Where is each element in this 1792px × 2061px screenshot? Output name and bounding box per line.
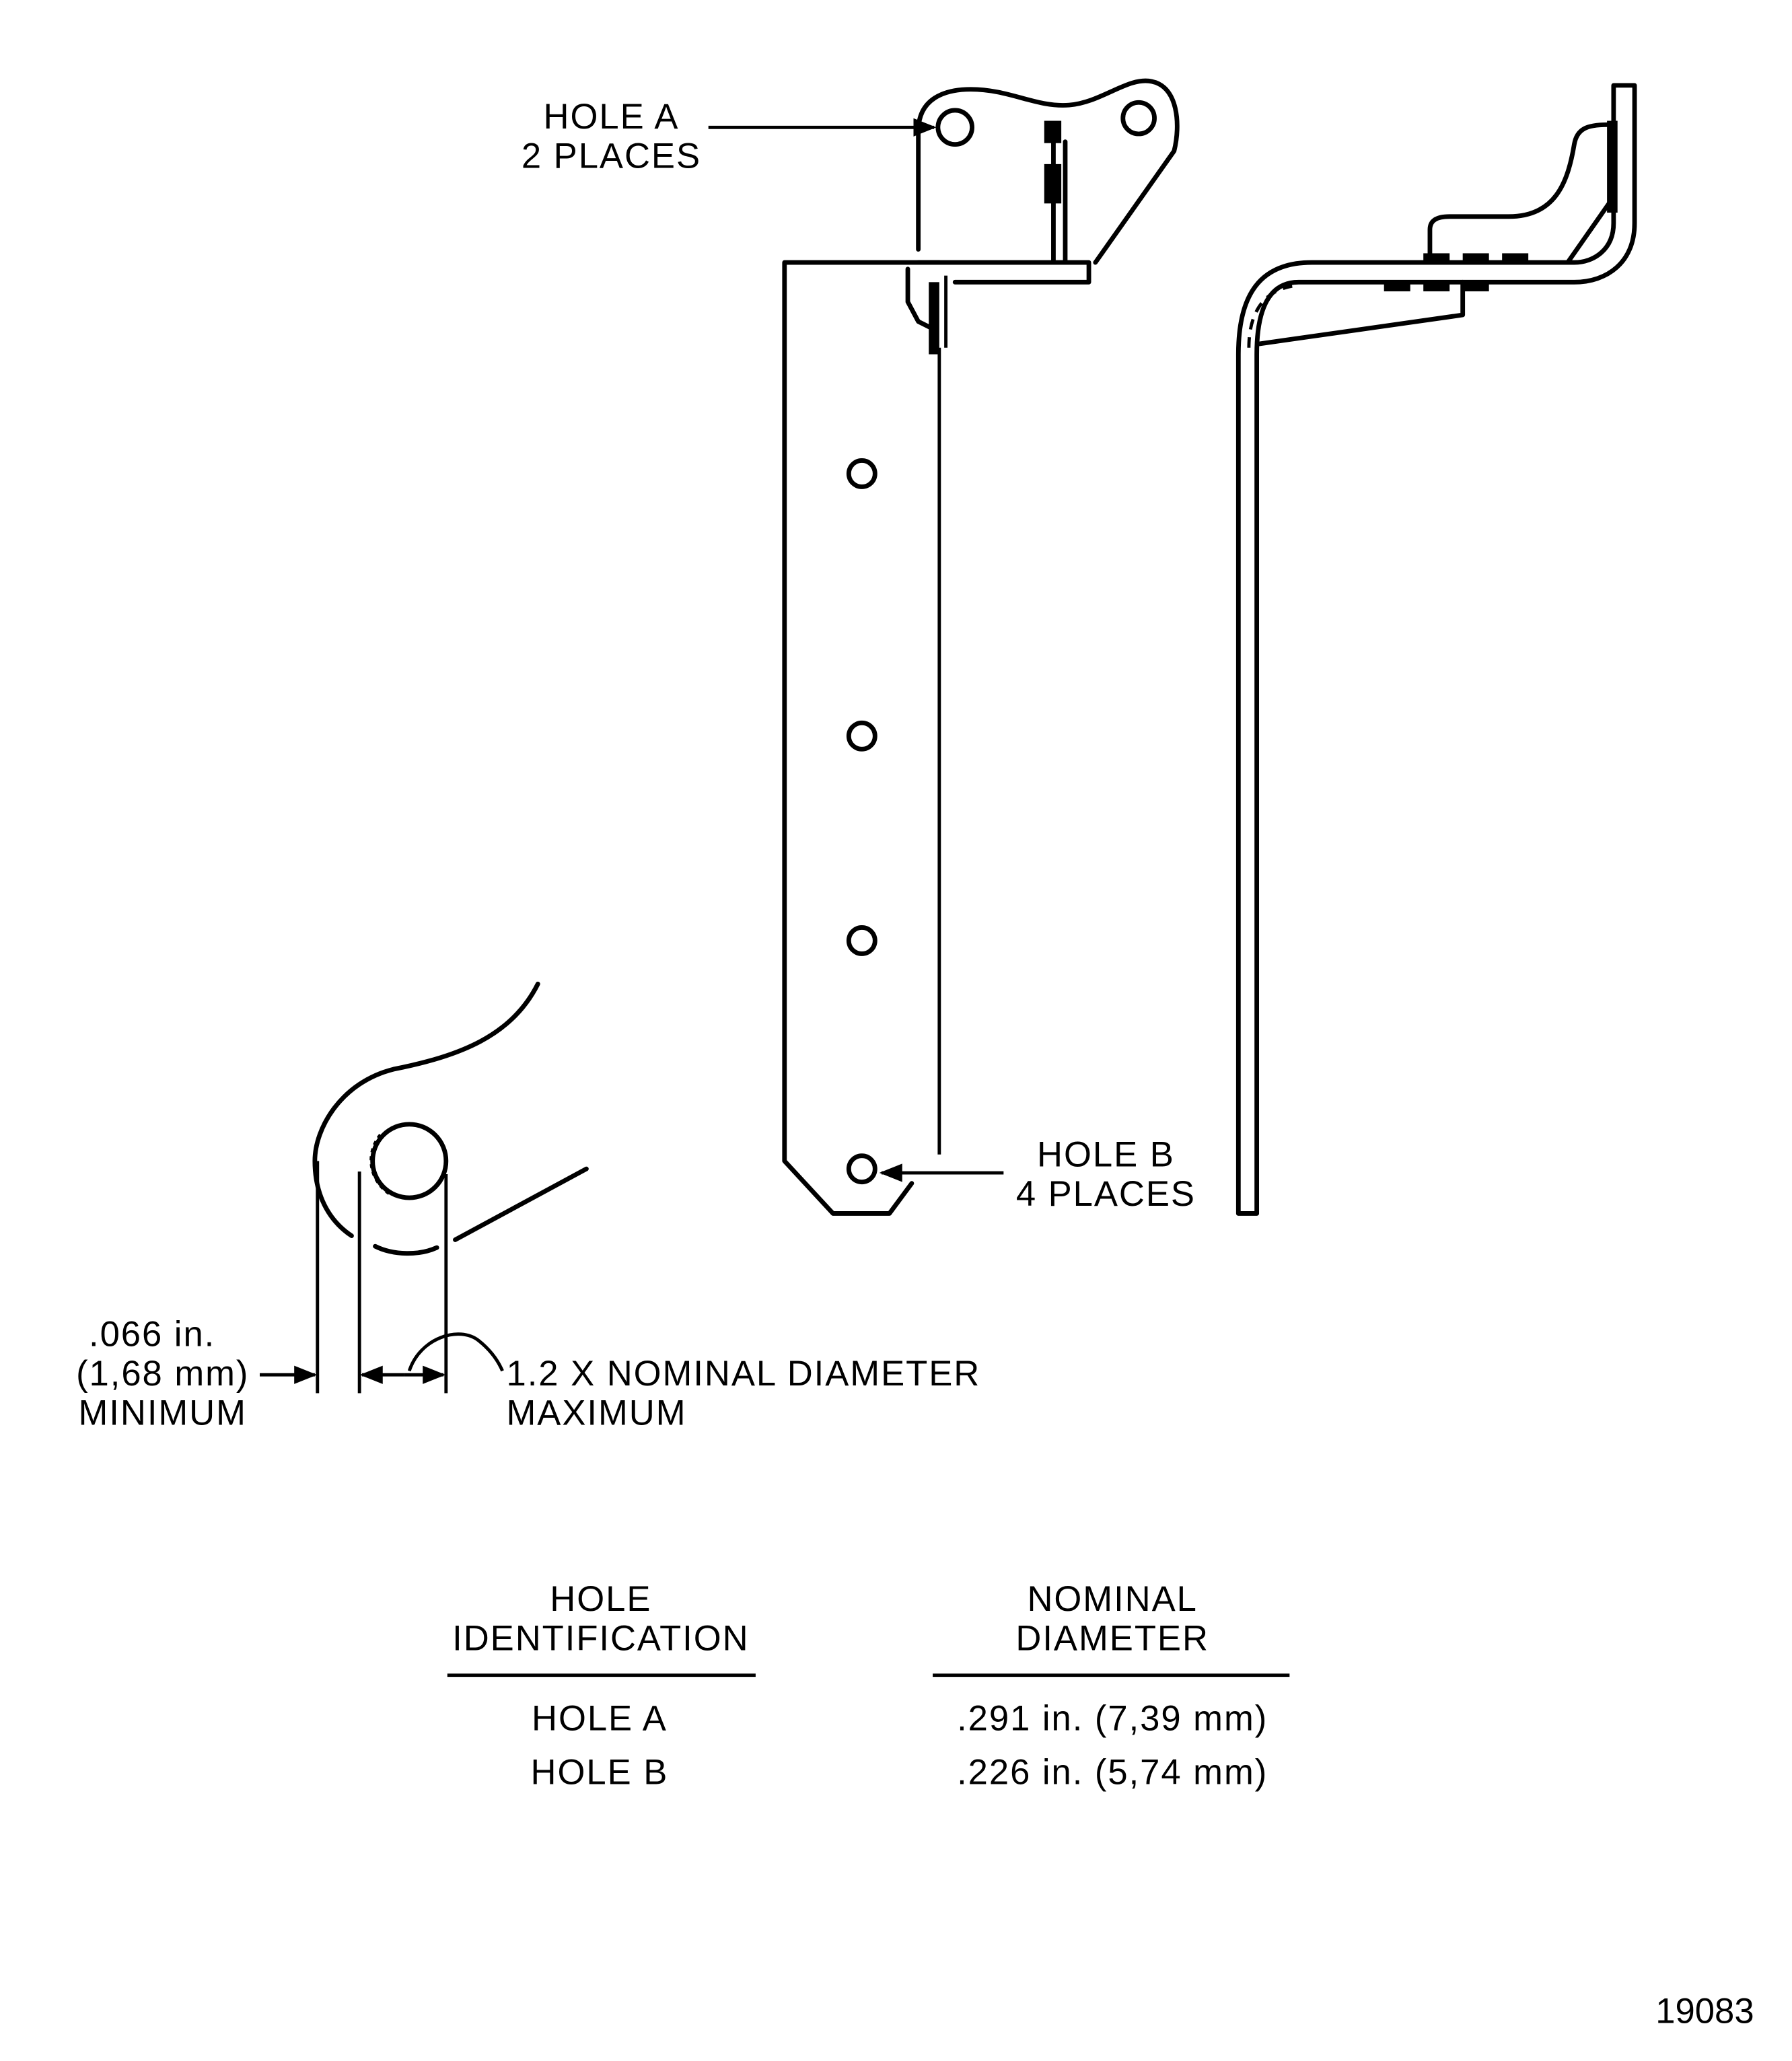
edge-min-label: MINIMUM	[79, 1393, 247, 1433]
max-diameter-label: 1.2 X NOMINAL DIAMETER	[507, 1354, 981, 1394]
hole-b	[846, 720, 877, 752]
edge-min-label: (1,68 mm)	[76, 1354, 249, 1394]
table-header: HOLE	[550, 1579, 651, 1619]
hole-a-left	[935, 108, 974, 147]
edge-min-label: .066 in.	[89, 1314, 215, 1354]
hole-b-label: 4 PLACES	[1016, 1174, 1196, 1214]
edge-distance-detail	[259, 981, 589, 1394]
table-header: DIAMETER	[1015, 1619, 1209, 1659]
table-header: IDENTIFICATION	[452, 1619, 749, 1659]
hole-diameter-table: HOLE IDENTIFICATION NOMINAL DIAMETER HOL…	[447, 1579, 1290, 1792]
table-header: NOMINAL	[1027, 1579, 1197, 1619]
hole-b	[846, 925, 877, 956]
hole-b	[846, 1153, 877, 1185]
figure-number: 19083	[1655, 1991, 1754, 2031]
table-cell: HOLE A	[532, 1699, 668, 1739]
bracket-front-view	[782, 78, 1180, 1216]
bracket-side-view	[1235, 83, 1637, 1216]
detail-hole-icon	[370, 1122, 449, 1200]
table-cell: .291 in. (7,39 mm)	[957, 1699, 1268, 1739]
hole-b	[846, 458, 877, 489]
table-cell: .226 in. (5,74 mm)	[957, 1752, 1268, 1792]
hole-b-label: HOLE B	[1037, 1134, 1175, 1174]
hole-a-right	[1120, 100, 1157, 137]
hole-a-label: HOLE A	[544, 97, 680, 137]
max-diameter-label: MAXIMUM	[507, 1393, 687, 1433]
table-cell: HOLE B	[531, 1752, 669, 1792]
hole-a-label: 2 PLACES	[522, 137, 701, 176]
